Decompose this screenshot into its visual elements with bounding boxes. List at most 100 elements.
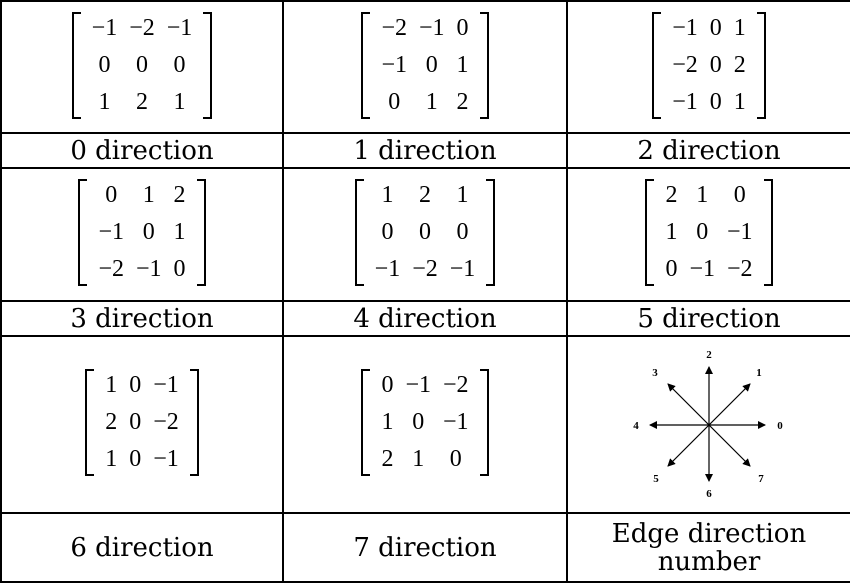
direction-label: 0 direction	[0, 132, 284, 169]
matrix-entry: −1	[91, 14, 118, 41]
direction-number-3: 3	[652, 367, 658, 379]
matrix-entry: 1	[142, 182, 155, 208]
matrix-entry: 1	[456, 182, 469, 208]
arrow-5	[667, 424, 710, 467]
matrix-entry: 1	[665, 219, 678, 245]
matrix-entry: 1	[98, 88, 111, 115]
matrix-entry: 0	[173, 256, 186, 282]
direction-number-1: 1	[756, 367, 762, 379]
direction-label: 7 direction	[282, 512, 568, 583]
matrix-entry: 1	[381, 182, 394, 208]
direction-compass-diagram: 0 1 2 3 4 5 6 7	[633, 349, 783, 500]
matrix-entry: 0	[425, 51, 438, 78]
matrix-entry: 1	[105, 372, 118, 398]
matrix-entry: 0	[696, 219, 709, 245]
direction-number-7: 7	[758, 473, 764, 485]
matrix-entry: 1	[733, 88, 746, 115]
matrix-entry: 0	[129, 446, 142, 472]
matrix-entry: 2	[733, 51, 746, 78]
arrow-3	[667, 382, 710, 425]
compass-cell: 0 1 2 3 4 5 6 7	[566, 335, 850, 514]
matrix-entry: 2	[173, 182, 186, 208]
matrix-entry: 2	[135, 88, 148, 115]
direction-number-4: 4	[633, 420, 639, 432]
matrix-entry: −1	[374, 256, 401, 282]
matrix-entry: −2	[672, 51, 698, 78]
arrow-7	[708, 424, 751, 467]
direction-label: 5 direction	[566, 300, 850, 337]
matrix-entry: −1	[689, 256, 715, 282]
direction-number-6: 6	[706, 488, 712, 500]
matrix-entry: 1	[696, 182, 709, 208]
direction-label: 2 direction	[566, 132, 850, 169]
matrix-entry: 0	[142, 219, 155, 245]
matrix-entry: 1	[456, 51, 469, 78]
matrix-entry: −1	[153, 446, 179, 472]
compass-arrows	[649, 365, 766, 482]
arrow-1	[708, 382, 751, 425]
matrix-entry: 0	[449, 446, 462, 472]
matrix-entry: 0	[381, 372, 394, 398]
matrix-entry: 0	[173, 51, 186, 78]
matrix-entry: −1	[166, 14, 193, 41]
matrix-entry: −1	[405, 372, 431, 398]
matrix-entry: 0	[98, 51, 111, 78]
matrix-entry: 0	[418, 219, 431, 245]
direction-label: 4 direction	[282, 300, 568, 337]
matrix-entry: 0	[709, 51, 722, 78]
matrix-entry: −2	[129, 14, 155, 41]
matrix-entry: 1	[425, 88, 438, 115]
matrix-entry: −2	[98, 256, 124, 282]
matrix-entry: 0	[129, 372, 142, 398]
direction-number-0: 0	[777, 420, 783, 432]
matrix-entry: 0	[709, 14, 722, 41]
matrix-entry: 0	[456, 14, 469, 41]
matrix-entry: 1	[381, 409, 394, 435]
matrix-entry: −1	[449, 256, 476, 282]
matrix-entry: −1	[381, 51, 407, 78]
matrix-entry: 1	[173, 219, 186, 245]
matrix-entry: −1	[672, 14, 698, 41]
matrix-entry: 2	[456, 88, 469, 115]
matrix-entry: 0	[105, 182, 118, 208]
direction-label: 6 direction	[0, 512, 284, 583]
matrix-entry: −2	[443, 372, 469, 398]
matrix-entry: −1	[98, 219, 124, 245]
matrix-entry: −2	[412, 256, 438, 282]
matrix-entry: 2	[105, 409, 118, 435]
matrix-entry: 0	[388, 88, 401, 115]
matrix-entry: 1	[412, 446, 425, 472]
matrix-entry: 0	[733, 182, 746, 208]
matrix-entry: 1	[173, 88, 186, 115]
direction-number-2: 2	[706, 349, 712, 361]
matrix-entry: 0	[412, 409, 425, 435]
matrix-entry: −1	[136, 256, 162, 282]
matrix-entry: 0	[665, 256, 678, 282]
direction-label: 1 direction	[282, 132, 568, 169]
matrix-entry: 1	[105, 446, 118, 472]
matrix-entry: 2	[381, 446, 394, 472]
matrix-entry: 2	[665, 182, 678, 208]
matrix-entry: −1	[727, 219, 753, 245]
